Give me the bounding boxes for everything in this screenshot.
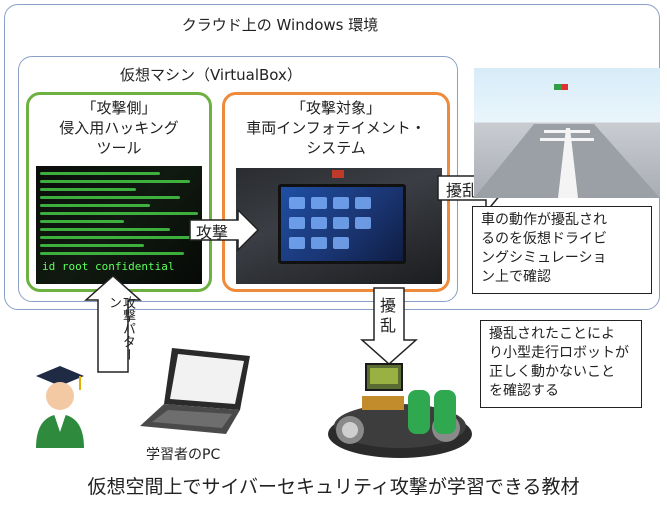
attack-arrow [189, 208, 260, 252]
attacker-label-line1: 「攻撃側」 [81, 99, 157, 117]
disrupt-down-char1: 擾 [380, 296, 397, 315]
robot-drawing [328, 363, 472, 458]
attacker-label-line3: ツール [96, 139, 142, 157]
robot-note-line1: 擾乱されたことによ [489, 326, 615, 342]
attack-arrow-label: 攻撃 [196, 223, 229, 242]
target-label-line3: システム [306, 139, 366, 157]
hacking-terminal-image: id root confidential [36, 166, 202, 284]
infotainment-dashboard-image [236, 168, 442, 284]
student-icon [30, 360, 90, 450]
target-label-line2: 車両インフォテイメント・ [246, 119, 426, 137]
student-drawing [36, 366, 84, 448]
simulation-note-line2: るのを仮想ドライビ [481, 231, 607, 247]
robot-image [322, 350, 478, 462]
disrupt-right-label: 擾乱 [446, 181, 479, 200]
figure-caption: 仮想空間上でサイバーセキュリティ攻撃が学習できる教材 [87, 476, 580, 498]
infotainment-screen [278, 184, 406, 264]
simulation-note-line4: ン上で確認 [481, 269, 551, 285]
target-label-line1: 「攻撃対象」 [290, 99, 381, 117]
attacker-label-line2: 侵入用ハッキング [59, 119, 179, 137]
terminal-text: id root confidential [42, 260, 175, 273]
robot-note-line2: り小型走行ロボットが [489, 345, 629, 361]
robot-note-line4: を確認する [489, 383, 559, 399]
simulation-note-line1: 車の動作が擾乱され [481, 212, 607, 228]
simulation-note-line3: ングシミュレーショ [481, 250, 607, 266]
disrupt-down-arrow [360, 287, 418, 366]
attack-pattern-label: 攻撃パターン [106, 296, 135, 361]
road-scene [474, 84, 660, 198]
disrupt-down-label: 擾 乱 [380, 296, 396, 336]
robot-note-line3: 正しく動かないこと [489, 364, 615, 380]
simulation-note: 車の動作が擾乱され るのを仮想ドライビ ングシミュレーショ ン上で確認 [472, 206, 652, 294]
attacker-label: 「攻撃側」 侵入用ハッキング ツール [26, 98, 212, 158]
learner-pc-label: 学習者のPC [146, 447, 221, 463]
laptop-icon [138, 346, 256, 438]
target-label: 「攻撃対象」 車両インフォテイメント・ システム [222, 98, 450, 158]
virtual-machine-title: 仮想マシン（VirtualBox） [120, 66, 302, 84]
driving-simulation-image [474, 68, 660, 198]
disrupt-down-char2: 乱 [380, 316, 397, 335]
attack-pattern-arrow [84, 274, 142, 373]
cloud-environment-title: クラウド上の Windows 環境 [181, 16, 379, 34]
robot-note: 擾乱されたことによ り小型走行ロボットが 正しく動かないこと を確認する [480, 320, 642, 408]
laptop-drawing [140, 348, 250, 434]
